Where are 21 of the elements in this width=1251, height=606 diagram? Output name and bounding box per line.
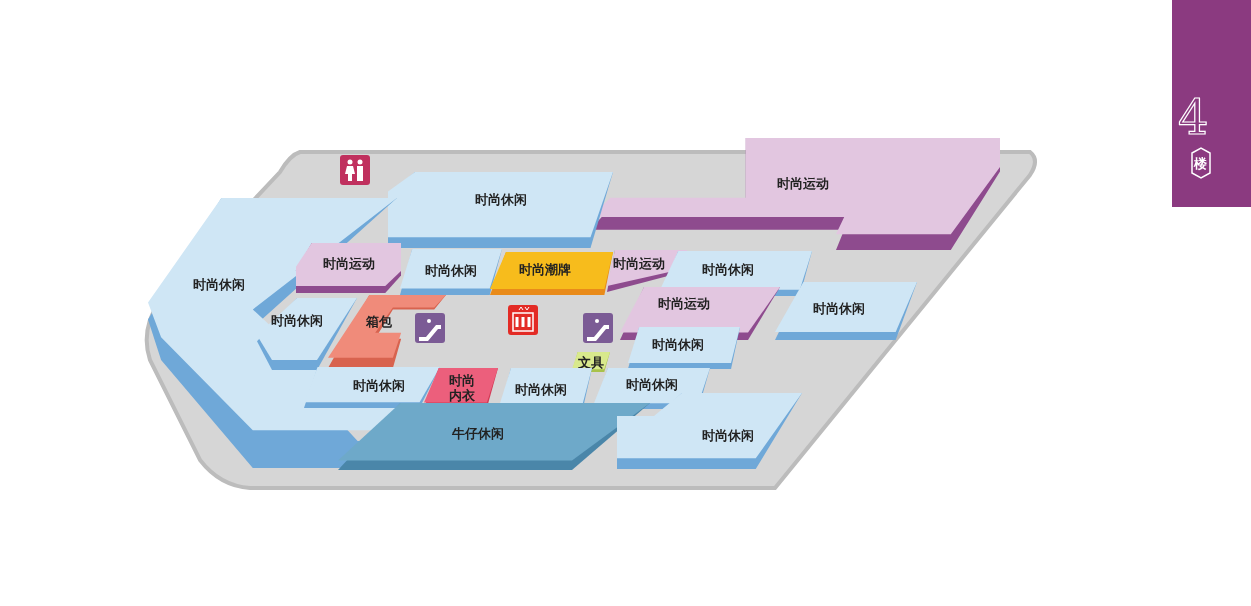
shop-label: 时尚休闲 xyxy=(626,376,678,392)
shop-label: 箱包 xyxy=(365,313,392,329)
shop-label: 时尚休闲 xyxy=(515,381,568,396)
shop-label: 时尚休闲 xyxy=(271,312,323,328)
shop-label: 时尚运动 xyxy=(613,255,665,271)
shop-label: 时尚休闲 xyxy=(702,261,755,277)
floor-number: 4 xyxy=(1178,92,1209,142)
shop-label: 时尚休闲 xyxy=(474,191,527,207)
shop-label: 时尚运动 xyxy=(322,255,375,271)
shop-label: 时尚休闲 xyxy=(425,262,477,278)
shop-label: 时尚潮牌 xyxy=(519,261,572,277)
shop-label: 时尚内衣 xyxy=(448,373,477,403)
shop-label: 牛仔休闲 xyxy=(452,425,505,441)
floor-label: 楼 xyxy=(1194,156,1207,171)
shop-label: 时尚休闲 xyxy=(702,427,754,443)
shop-label: 时尚休闲 xyxy=(812,300,865,316)
shop-label: 时尚休闲 xyxy=(352,377,405,393)
shop-label: 时尚休闲 xyxy=(652,336,705,352)
shop-label: 时尚运动 xyxy=(658,295,710,311)
shop-label: 时尚运动 xyxy=(777,175,830,191)
shop-label: 时尚休闲 xyxy=(192,276,245,292)
